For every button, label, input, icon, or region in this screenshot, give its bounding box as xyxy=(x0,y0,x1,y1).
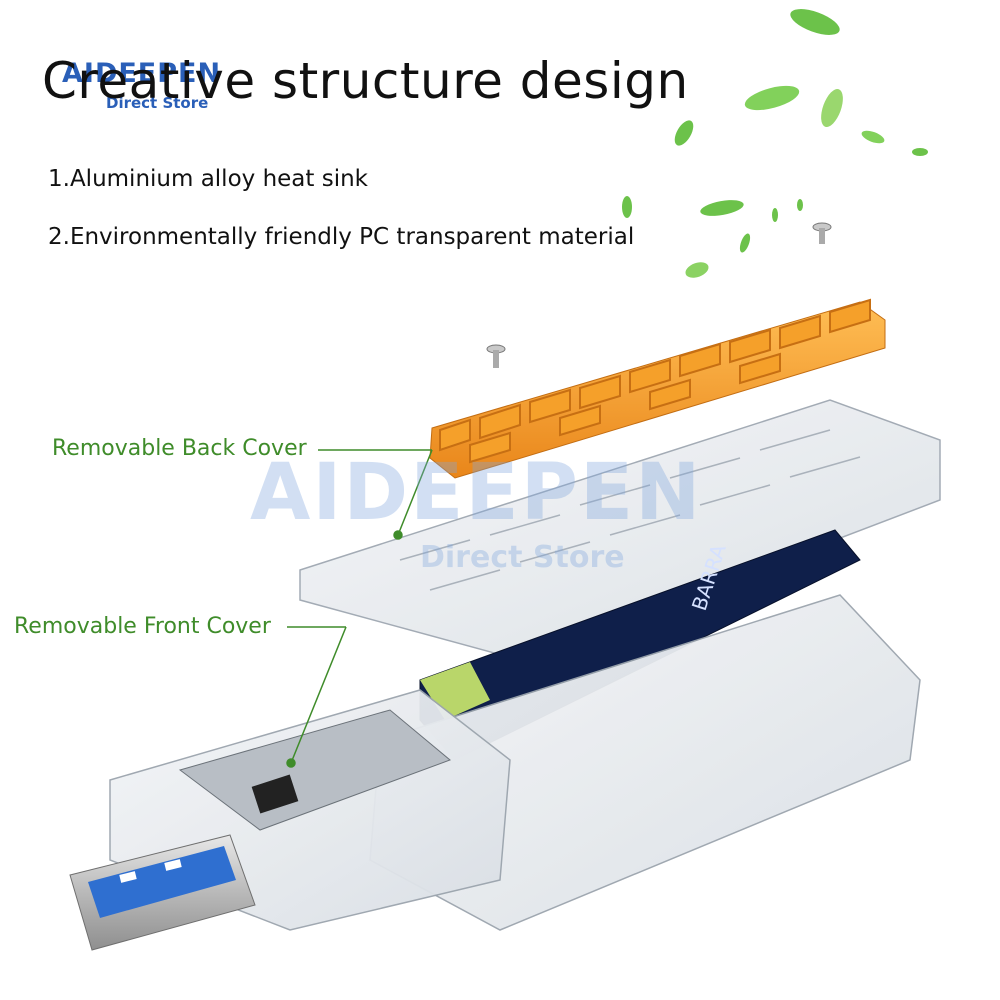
brand-logo-name: AIDEEPEN xyxy=(62,58,222,89)
callout-front-cover: Removable Front Cover xyxy=(14,614,271,639)
callout-line xyxy=(286,449,433,768)
pcb-board xyxy=(178,709,451,831)
callout-back-cover: Removable Back Cover xyxy=(52,436,307,461)
watermark-name: AIDEEPEN xyxy=(250,448,703,538)
watermark: AIDEEPEN Direct Store xyxy=(250,448,703,575)
brand-logo: AIDEEPEN Direct Store xyxy=(62,58,222,112)
screw-icon xyxy=(486,222,832,368)
removable-back-cover xyxy=(299,399,941,661)
feature-item: 1.Aluminium alloy heat sink xyxy=(48,166,368,192)
feature-item: 2.Environmentally friendly PC transparen… xyxy=(48,224,635,250)
watermark-sub: Direct Store xyxy=(420,540,625,575)
heat-sink xyxy=(429,298,886,479)
usb-connector xyxy=(69,834,256,951)
brand-logo-sub: Direct Store xyxy=(106,94,209,112)
leaf-decoration xyxy=(622,9,928,278)
page-title: Creative structure design xyxy=(42,52,689,110)
